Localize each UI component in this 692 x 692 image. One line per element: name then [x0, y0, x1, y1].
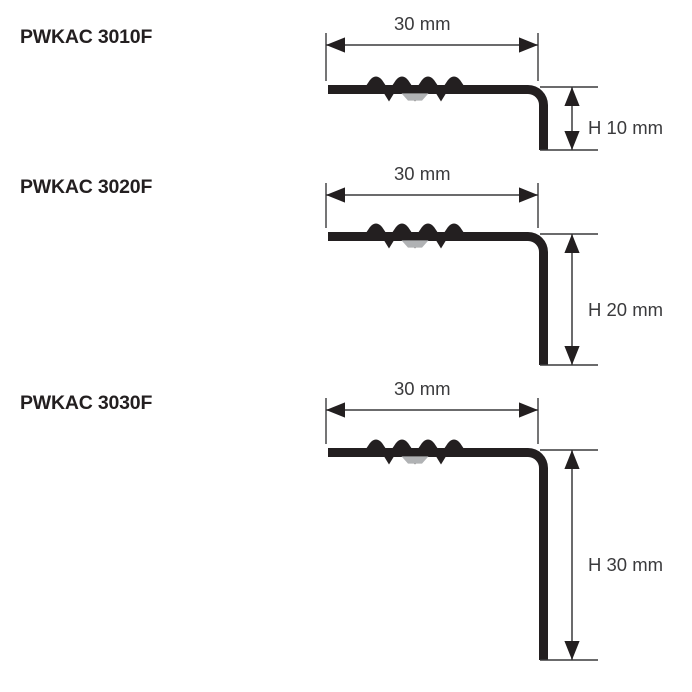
- arrowhead-left: [326, 37, 345, 53]
- arrowhead-top: [564, 87, 580, 106]
- width-dimension: [325, 398, 539, 444]
- anti-slip-insert: [401, 456, 429, 464]
- arrowhead-bottom: [564, 131, 580, 150]
- anti-slip-insert: [401, 240, 429, 248]
- width-dimension: [325, 183, 539, 228]
- height-dimension-text: H 20 mm: [588, 299, 664, 320]
- product-label: PWKAC 3030F: [20, 392, 153, 414]
- arrowhead-left: [326, 187, 345, 203]
- arrowhead-bottom: [564, 641, 580, 660]
- product-label: PWKAC 3010F: [20, 26, 153, 48]
- profile-cross-section: [328, 76, 548, 150]
- height-dimension-text: H 30 mm: [588, 554, 664, 575]
- width-dimension-text: 30 mm: [394, 13, 451, 34]
- arrowhead-bottom: [564, 346, 580, 365]
- anti-slip-insert: [401, 93, 429, 101]
- height-dimension: [540, 233, 598, 366]
- profile-cross-section: [328, 223, 548, 365]
- arrowhead-top: [564, 450, 580, 469]
- height-dimension-text: H 10 mm: [588, 117, 664, 138]
- width-dimension-text: 30 mm: [394, 378, 451, 399]
- height-dimension: [540, 449, 598, 661]
- arrowhead-right: [519, 402, 538, 418]
- product-label: PWKAC 3020F: [20, 176, 153, 198]
- width-dimension: [325, 33, 539, 81]
- arrowhead-right: [519, 187, 538, 203]
- arrowhead-right: [519, 37, 538, 53]
- width-dimension-text: 30 mm: [394, 163, 451, 184]
- arrowhead-left: [326, 402, 345, 418]
- height-dimension: [540, 86, 598, 151]
- arrowhead-top: [564, 234, 580, 253]
- profile-cross-section: [328, 439, 548, 660]
